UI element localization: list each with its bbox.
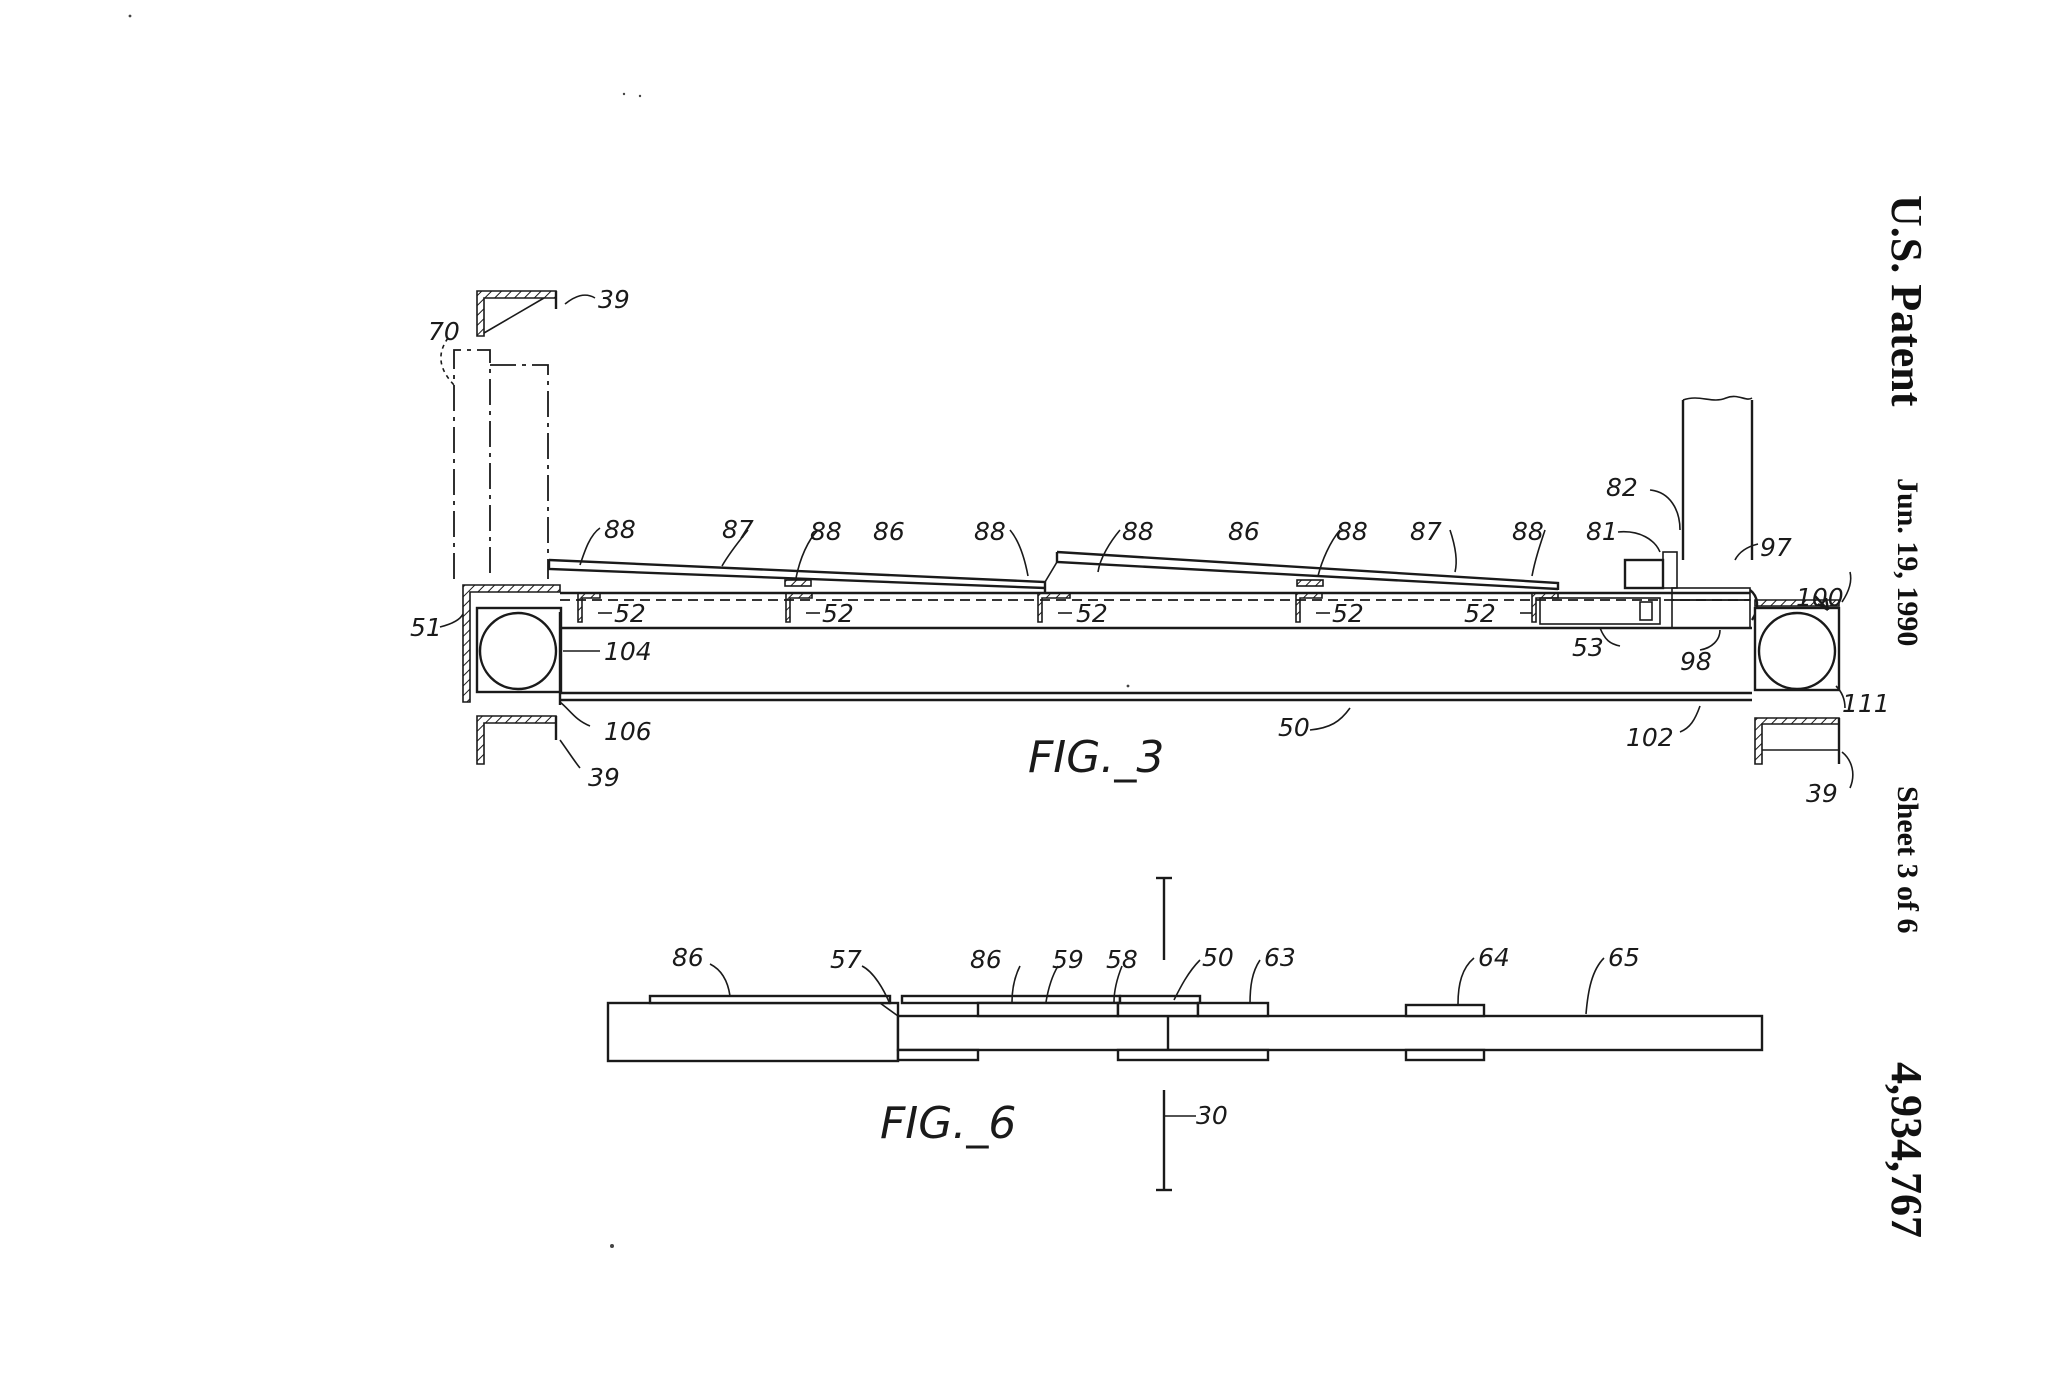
tapered-plates-87: [547, 550, 1560, 593]
ref-88-f: 88: [1512, 517, 1544, 546]
ref-52-d: 52: [1332, 599, 1364, 628]
ref-64: 64: [1478, 943, 1510, 972]
ref-111: 111: [1842, 689, 1890, 718]
ref-86-a: 86: [873, 517, 905, 546]
ref-81: 81: [1586, 517, 1618, 546]
patent-number: 4,934,767: [1882, 1062, 1931, 1238]
ref-88-d: 88: [1122, 517, 1154, 546]
right-drive-assembly: [1623, 395, 1759, 629]
ref-53: 53: [1572, 633, 1604, 662]
ref-97: 97: [1760, 533, 1792, 562]
ref-39-top: 39: [598, 285, 630, 314]
ref-57: 57: [830, 945, 862, 974]
ref-87-b: 87: [1410, 517, 1442, 546]
ref-63: 63: [1264, 943, 1296, 972]
ref-52-c: 52: [1076, 599, 1108, 628]
patent-date: Jun. 19, 1990: [1891, 478, 1924, 646]
ref-86-mid: 86: [970, 945, 1002, 974]
fig6-reference-numerals: 86 57 86 59 58 50 63 64 65 30: [672, 943, 1640, 1130]
fig6-caption: FIG._6: [880, 1098, 1016, 1149]
fig3-reference-numerals: 39 70 51 104 106 39 88 87 88 86 88 88 86…: [410, 285, 1890, 808]
ref-59: 59: [1052, 945, 1084, 974]
ref-39-bottom-right: 39: [1806, 779, 1838, 808]
ref-50: 50: [1278, 713, 1310, 742]
figure-6: 86 57 86 59 58 50 63 64 65 30 FIG._6: [606, 876, 1764, 1192]
left-end-housing-51: [462, 584, 563, 703]
ref-52-b: 52: [822, 599, 854, 628]
ref-88-c: 88: [974, 517, 1006, 546]
ref-70: 70: [428, 317, 460, 346]
ref-104: 104: [604, 637, 652, 666]
ref-39-bottom-left: 39: [588, 763, 620, 792]
ref-102: 102: [1626, 723, 1674, 752]
fig6-leaders: [709, 957, 1605, 1015]
fig6-plates: [606, 994, 1764, 1063]
ref-82: 82: [1606, 473, 1638, 502]
figure-3: 39 70 51 104 106 39 88 87 88 86 88 88 86…: [410, 285, 1890, 808]
ref-51: 51: [410, 613, 442, 642]
ref-106: 106: [604, 717, 652, 746]
channel-39-bottom-left: [476, 715, 558, 765]
ref-86-b: 86: [1228, 517, 1260, 546]
fig3-caption: FIG._3: [1028, 732, 1164, 783]
scan-specks: [128, 14, 1130, 1248]
fig3-leaders: [439, 294, 1854, 789]
section-line-30: [1156, 876, 1196, 1192]
sheet-number: Sheet 3 of 6: [1891, 786, 1924, 933]
ref-88-b: 88: [810, 517, 842, 546]
ref-86-left: 86: [672, 943, 704, 972]
ref-50: 50: [1202, 943, 1234, 972]
ref-52-a: 52: [614, 599, 646, 628]
ref-88-a: 88: [604, 515, 636, 544]
ref-58: 58: [1106, 945, 1138, 974]
ref-100: 100: [1796, 583, 1844, 612]
phantom-upright-70: [440, 337, 549, 579]
patent-title: U.S. Patent: [1882, 195, 1931, 407]
ref-98: 98: [1680, 647, 1712, 676]
roller-104: [478, 611, 558, 691]
ref-87-a: 87: [722, 515, 754, 544]
brackets-52: [577, 579, 1661, 625]
ref-52-e: 52: [1464, 599, 1496, 628]
patent-header: U.S. Patent Jun. 19, 1990 Sheet 3 of 6 4…: [1882, 195, 1931, 1238]
ref-65: 65: [1608, 943, 1640, 972]
ref-30: 30: [1196, 1101, 1228, 1130]
ref-88-e: 88: [1336, 517, 1368, 546]
channel-39-top-left: [476, 290, 558, 337]
right-end-roller-100: [1753, 599, 1841, 765]
